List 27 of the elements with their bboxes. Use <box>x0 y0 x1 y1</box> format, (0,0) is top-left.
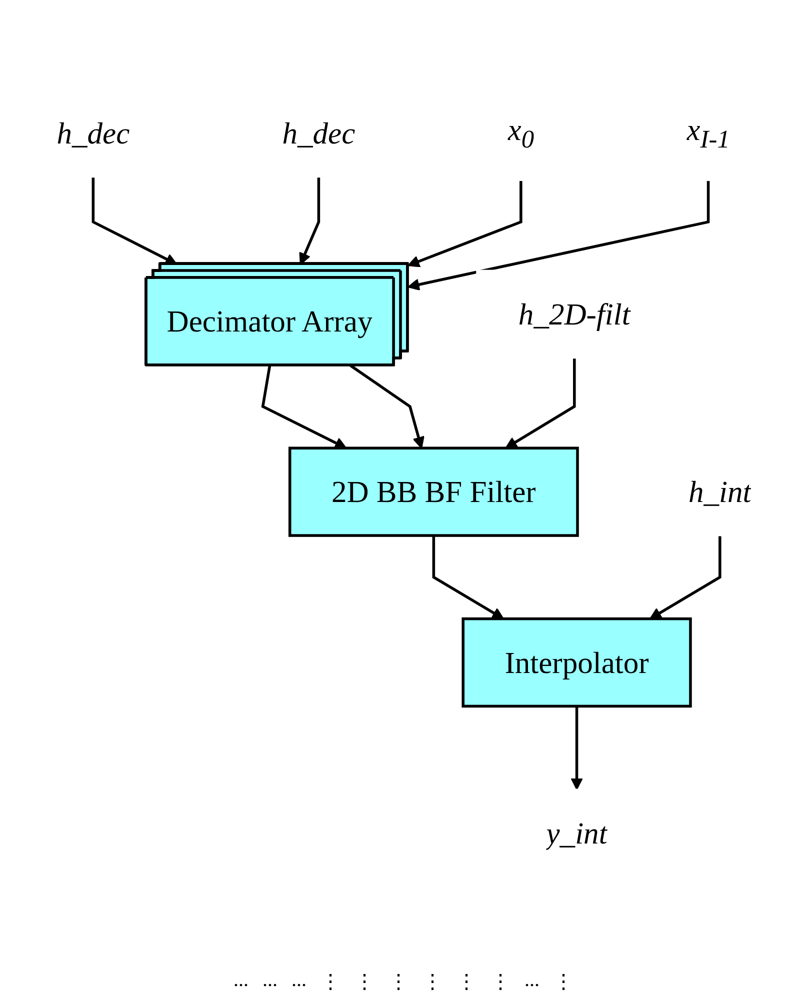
ellipsis-label: ⋮ <box>422 970 442 994</box>
arrow <box>432 536 504 620</box>
arrow <box>260 365 346 449</box>
node-text: x$_{0}$ <box>507 112 534 154</box>
ellipsis-label: ⋮ <box>490 970 510 994</box>
arrow <box>504 358 576 449</box>
node-text: h_int <box>688 474 751 510</box>
ellipsis-label: ... <box>262 969 278 993</box>
arrow <box>570 706 582 790</box>
ellipsis-label: ⋮ <box>456 970 476 994</box>
arrow <box>407 180 710 291</box>
node-text: y_int <box>546 816 607 850</box>
node-text: h_dec <box>56 116 130 151</box>
ellipsis-label: ... <box>234 969 248 993</box>
ellipsis-label: ⋮ <box>320 970 340 994</box>
arrow <box>349 364 424 449</box>
node-box: Interpolator <box>461 617 692 708</box>
node-box: 2D BB BF Filter <box>288 446 578 537</box>
arrow <box>649 536 721 620</box>
ellipsis-label: ⋮ <box>554 970 574 994</box>
ellipsis-label: ... <box>292 969 306 993</box>
ellipsis-label: ... <box>524 969 540 993</box>
arrow <box>407 180 522 268</box>
node-text: x$_{I-1}$ <box>686 112 730 154</box>
node-text: h_dec <box>282 116 355 151</box>
ellipsis-label: ⋮ <box>388 970 408 994</box>
ellipsis-label: ⋮ <box>354 970 374 994</box>
